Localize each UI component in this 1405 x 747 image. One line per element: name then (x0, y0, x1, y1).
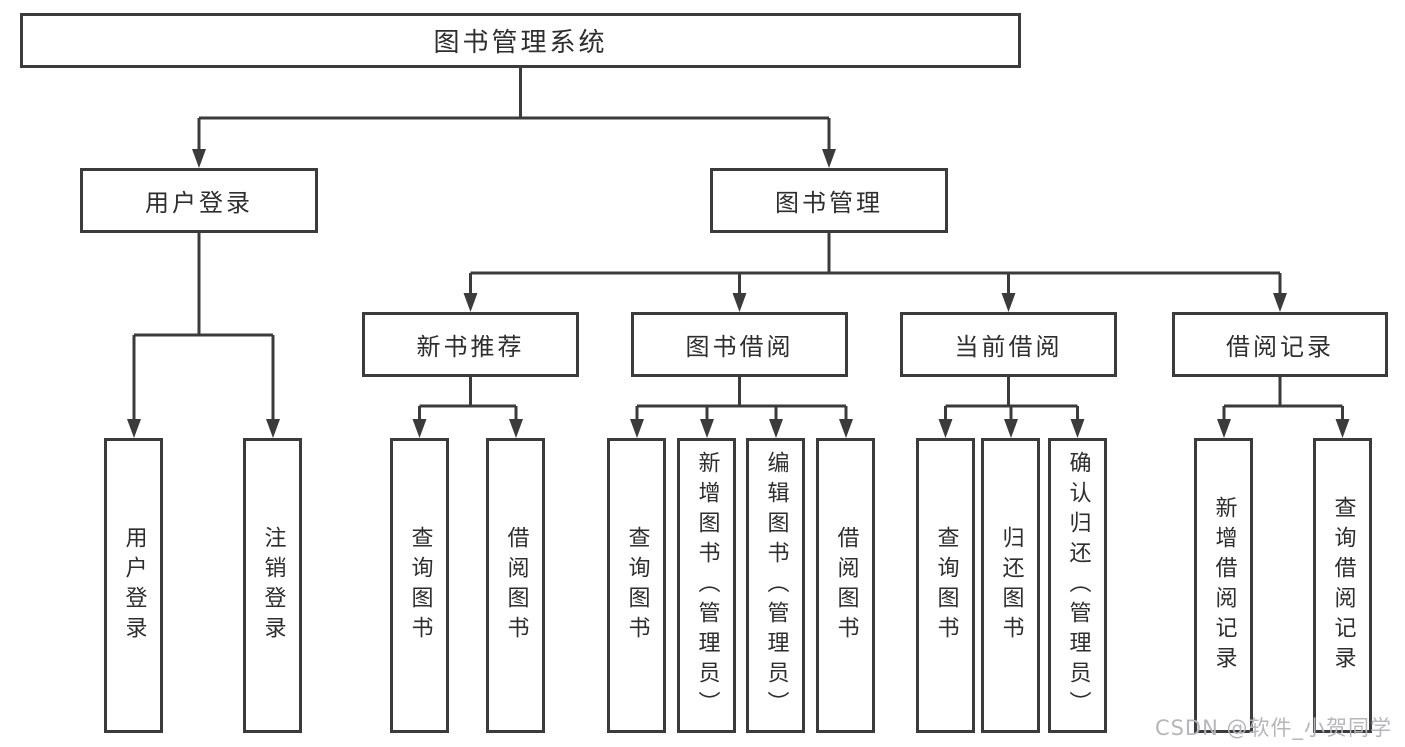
leaf-logout: 注销登录 (243, 438, 302, 733)
node-user-login-group: 用户登录 (80, 168, 318, 233)
node-borrow-records: 借阅记录 (1172, 312, 1388, 377)
leaf-query-book-3: 查询图书 (916, 438, 975, 733)
leaf-edit-book-admin: 编辑图书（管理员） (746, 438, 805, 733)
arrowhead (1335, 419, 1350, 438)
arrowhead (1070, 419, 1085, 438)
leaf-return-book: 归还图书 (981, 438, 1040, 733)
arrowhead (769, 419, 783, 438)
arrowhead (1004, 419, 1018, 438)
arrowhead (1001, 293, 1016, 312)
leaf-confirm-return-admin: 确认归还（管理员） (1048, 438, 1107, 733)
arrowhead (732, 293, 747, 312)
connector-path (132, 68, 1344, 421)
arrowhead (938, 419, 953, 438)
arrowhead (192, 149, 206, 168)
leaf-query-book-2: 查询图书 (607, 438, 666, 733)
node-book-management-group: 图书管理 (710, 168, 948, 233)
leaf-add-borrow-record: 新增借阅记录 (1194, 438, 1253, 733)
arrowhead (1273, 293, 1287, 312)
leaf-query-book-1: 查询图书 (390, 438, 449, 733)
arrowhead (266, 419, 280, 438)
arrowhead (1217, 419, 1231, 438)
arrowhead (630, 419, 644, 438)
arrowhead (700, 419, 714, 438)
arrowhead (127, 419, 141, 438)
node-root-library-system: 图书管理系统 (20, 13, 1021, 68)
arrowhead (412, 419, 427, 438)
node-current-borrow: 当前借阅 (900, 312, 1117, 377)
leaf-user-login: 用户登录 (104, 438, 163, 733)
leaf-query-borrow-record: 查询借阅记录 (1313, 438, 1372, 733)
node-new-book-recommend: 新书推荐 (362, 312, 579, 377)
leaf-borrow-book-1: 借阅图书 (486, 438, 545, 733)
leaf-add-book-admin: 新增图书（管理员） (677, 438, 736, 733)
arrowhead (822, 149, 836, 168)
arrowhead (509, 419, 523, 438)
arrowhead (463, 293, 478, 312)
leaf-borrow-book-2: 借阅图书 (816, 438, 875, 733)
arrowhead (839, 419, 853, 438)
node-book-borrow: 图书借阅 (631, 312, 848, 377)
